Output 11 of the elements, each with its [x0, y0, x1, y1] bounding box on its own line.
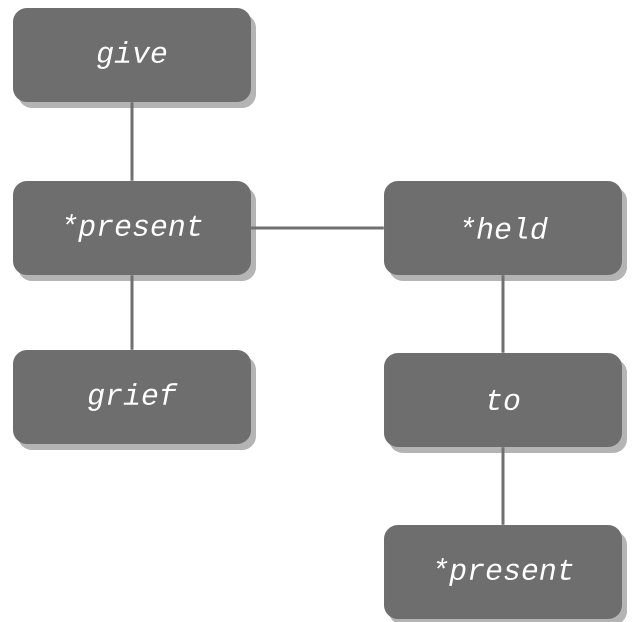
connector-line — [502, 447, 504, 525]
word-box: *present — [384, 525, 627, 622]
connector-line — [130, 275, 134, 350]
connector-line — [130, 102, 134, 181]
connector-line — [502, 275, 504, 353]
word-box: to — [384, 353, 627, 453]
connector-line — [251, 226, 384, 230]
word-box: *held — [384, 181, 627, 281]
word-box: grief — [13, 350, 256, 450]
word-box: *present — [13, 181, 256, 281]
word-box: give — [13, 8, 256, 108]
